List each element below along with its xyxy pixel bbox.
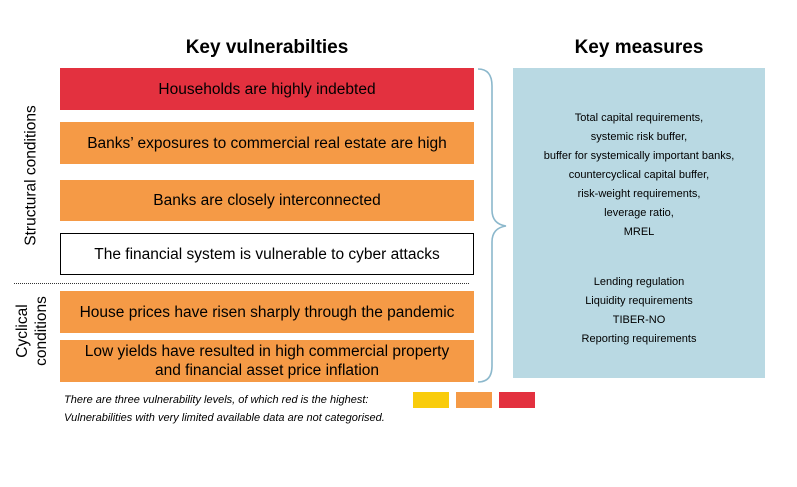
measure-item: buffer for systemically important banks, <box>543 150 735 162</box>
vulnerability-house-prices: House prices have risen sharply through … <box>60 291 474 333</box>
measure-item: leverage ratio, <box>604 207 674 219</box>
vulnerability-cyber-attacks: The financial system is vulnerable to cy… <box>60 233 474 275</box>
capital-measures-group: Total capital requirements, systemic ris… <box>513 109 765 242</box>
measure-item: Reporting requirements <box>581 333 697 345</box>
measure-item: MREL <box>623 226 655 238</box>
vulnerability-low-yields: Low yields have resulted in high commerc… <box>60 340 474 382</box>
measure-item: systemic risk buffer, <box>590 131 688 143</box>
measure-item: TIBER-NO <box>612 314 666 326</box>
vulnerability-text: Households are highly indebted <box>158 80 376 98</box>
measure-item: risk-weight requirements, <box>577 188 701 200</box>
vulnerability-commercial-real-estate: Banks’ exposures to commercial real esta… <box>60 122 474 164</box>
measure-item: countercyclical capital buffer, <box>568 169 710 181</box>
vulnerability-text-line1: Low yields have resulted in high commerc… <box>84 343 450 360</box>
vulnerability-text-line2: and financial asset price inflation <box>154 362 380 379</box>
structural-cyclical-divider <box>14 283 469 284</box>
vulnerability-text: Banks are closely interconnected <box>153 192 381 209</box>
legend-swatch-orange <box>456 392 492 408</box>
legend-swatch-red <box>499 392 535 408</box>
cyclical-label-line1: Cyclical <box>14 304 31 358</box>
vulnerability-text: Banks’ exposures to commercial real esta… <box>87 134 447 152</box>
vulnerabilities-heading: Key vulnerabilties <box>185 37 349 58</box>
measures-heading: Key measures <box>574 37 704 58</box>
right-brace <box>477 68 507 383</box>
cyclical-label-line2: conditions <box>33 296 50 366</box>
vulnerability-bank-interconnection: Banks are closely interconnected <box>60 180 474 221</box>
measure-item: Total capital requirements, <box>574 112 704 124</box>
vulnerability-text: The financial system is vulnerable to cy… <box>94 245 440 263</box>
other-measures-group: Lending regulation Liquidity requirement… <box>513 273 765 349</box>
cyclical-conditions-label: Cyclical conditions <box>13 286 51 376</box>
legend-swatch-yellow <box>413 392 449 408</box>
key-measures-panel: Total capital requirements, systemic ris… <box>513 68 765 378</box>
structural-conditions-label: Structural conditions <box>22 105 40 246</box>
measure-item: Liquidity requirements <box>585 295 693 307</box>
vulnerability-households-indebted: Households are highly indebted <box>60 68 474 110</box>
legend-note: Vulnerabilities with very limited availa… <box>64 412 385 424</box>
legend-levels-text: There are three vulnerability levels, of… <box>64 394 369 406</box>
measure-item: Lending regulation <box>593 276 685 288</box>
vulnerability-text: House prices have risen sharply through … <box>79 303 455 321</box>
